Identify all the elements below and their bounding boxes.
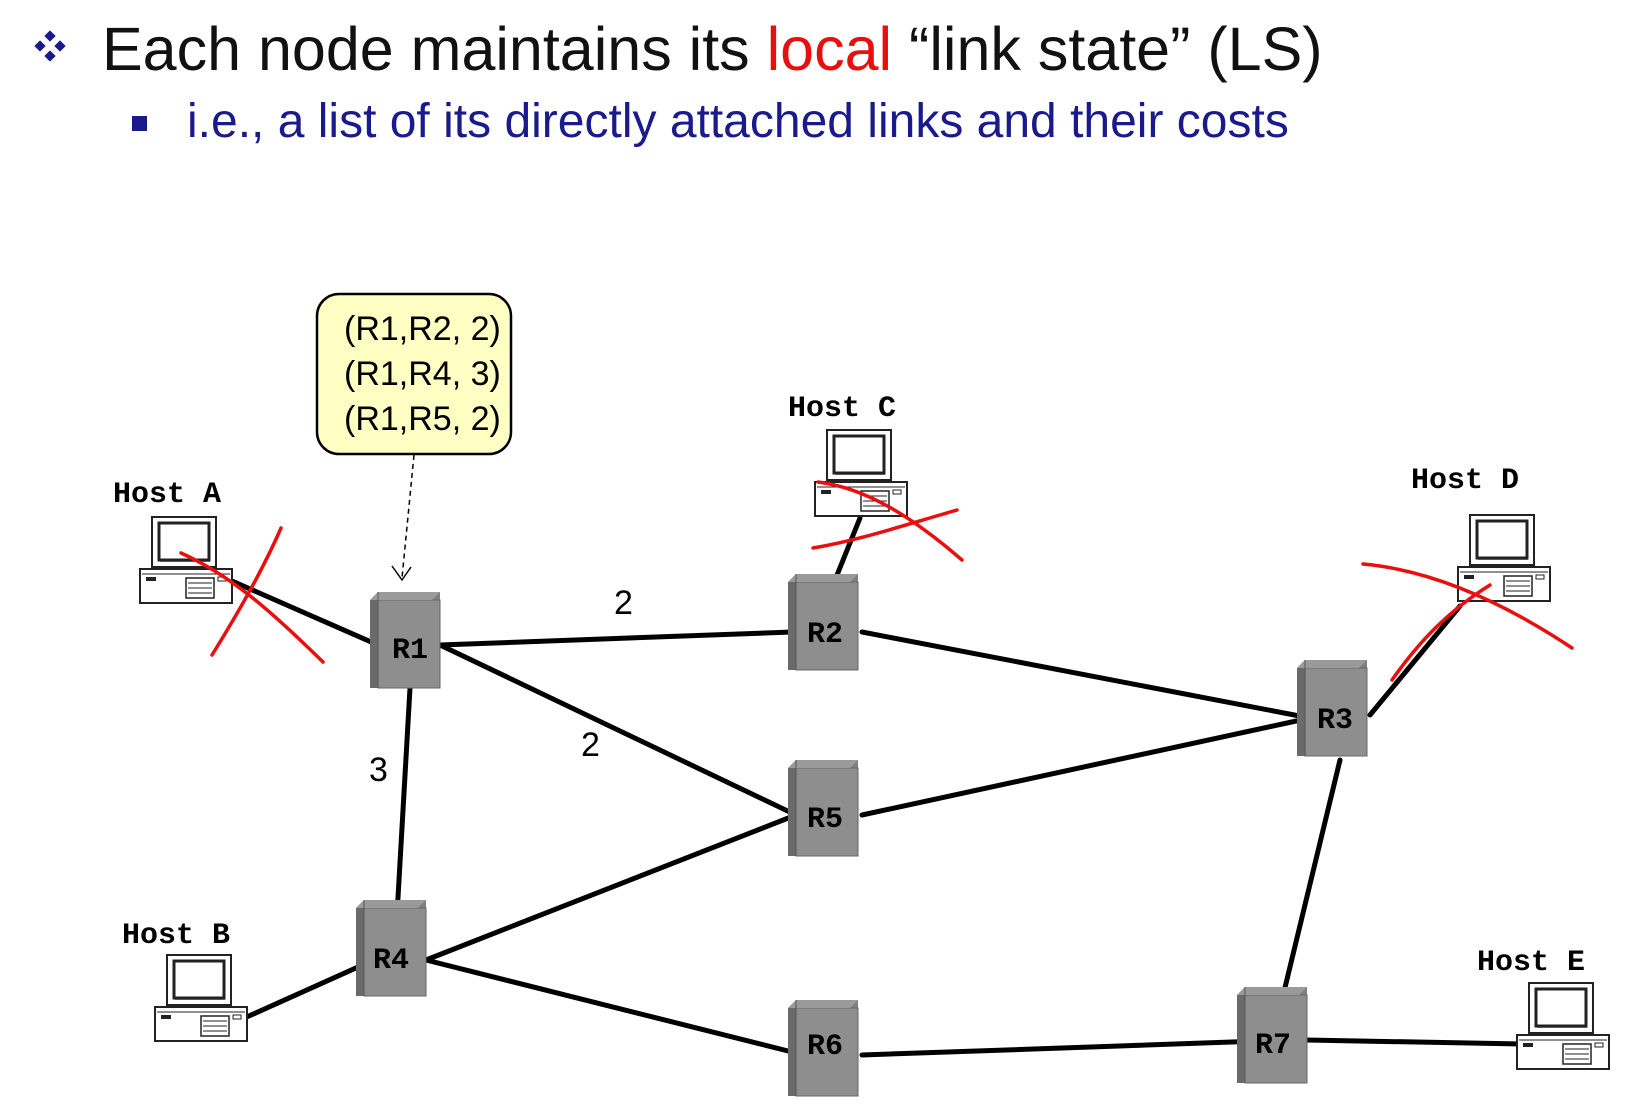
- callout-arrowhead-icon: [391, 565, 412, 582]
- link-r6-r7: [859, 1037, 1293, 1058]
- host-c: Host C: [788, 392, 909, 518]
- link-r4-r5: [423, 812, 799, 963]
- router-r5-label: R5: [807, 803, 843, 837]
- router-r4: R4: [355, 899, 427, 997]
- link-r5-r3: [859, 715, 1313, 818]
- link-r2-r3: [859, 629, 1313, 721]
- router-r6: R6: [787, 999, 859, 1097]
- router-r3-label: R3: [1317, 704, 1353, 738]
- callout-pointer: [401, 454, 415, 579]
- cross-host-d-icon: [1361, 562, 1574, 682]
- router-r1-label: R1: [392, 634, 428, 668]
- diamond-bullet-icon: [34, 30, 66, 62]
- link-r4-r6: [423, 957, 799, 1056]
- router-r7-label: R7: [1255, 1029, 1291, 1063]
- host-d-label: Host D: [1411, 464, 1519, 498]
- callout-line-2: (R1,R4, 3): [344, 355, 501, 393]
- link-r1-r5: [437, 642, 799, 818]
- link-r3-r7: [1279, 757, 1343, 1003]
- cost-r1-r4: 3: [369, 751, 388, 789]
- host-b-label: Host B: [122, 919, 230, 953]
- link-r2-hostc: [830, 515, 863, 588]
- router-r1: R1: [369, 591, 441, 689]
- host-b: Host B: [122, 919, 249, 1043]
- host-d: Host D: [1411, 464, 1552, 603]
- router-r7: R7: [1236, 986, 1308, 1084]
- router-r5: R5: [787, 759, 859, 857]
- link-hosta-r1: [222, 575, 381, 648]
- slide-heading: Each node maintains its local “link stat…: [102, 12, 1323, 86]
- router-r2: R2: [787, 573, 859, 671]
- host-e-label: Host E: [1477, 946, 1585, 980]
- router-r6-label: R6: [807, 1030, 843, 1064]
- router-r3: R3: [1296, 659, 1368, 757]
- square-bullet-icon: [132, 116, 147, 131]
- link-r1-r4: [394, 685, 413, 918]
- link-r7-hoste: [1303, 1037, 1525, 1047]
- host-c-label: Host C: [788, 392, 896, 426]
- callout-line-3: (R1,R5, 2): [344, 400, 501, 438]
- cost-r1-r5: 2: [581, 726, 600, 764]
- cross-host-c-icon: [811, 480, 964, 562]
- heading-highlight: local: [766, 15, 893, 83]
- link-r3-hostd: [1367, 603, 1463, 718]
- callout-line-1: (R1,R2, 2): [344, 310, 501, 348]
- heading-text-before: Each node maintains its: [102, 15, 767, 83]
- slide-subheading: i.e., a list of its directly attached li…: [187, 95, 1289, 148]
- cross-host-a-icon: [179, 526, 325, 664]
- host-a-label: Host A: [113, 478, 221, 512]
- heading-text-after: “link state” (LS): [892, 15, 1323, 83]
- link-state-callout: (R1,R2, 2) (R1,R4, 3) (R1,R5, 2): [315, 292, 513, 582]
- router-r2-label: R2: [807, 618, 843, 652]
- router-r4-label: R4: [373, 944, 409, 978]
- host-e: Host E: [1477, 946, 1611, 1071]
- host-a: Host A: [113, 478, 234, 605]
- link-r1-r2: [437, 629, 795, 648]
- cost-r1-r2: 2: [614, 584, 633, 622]
